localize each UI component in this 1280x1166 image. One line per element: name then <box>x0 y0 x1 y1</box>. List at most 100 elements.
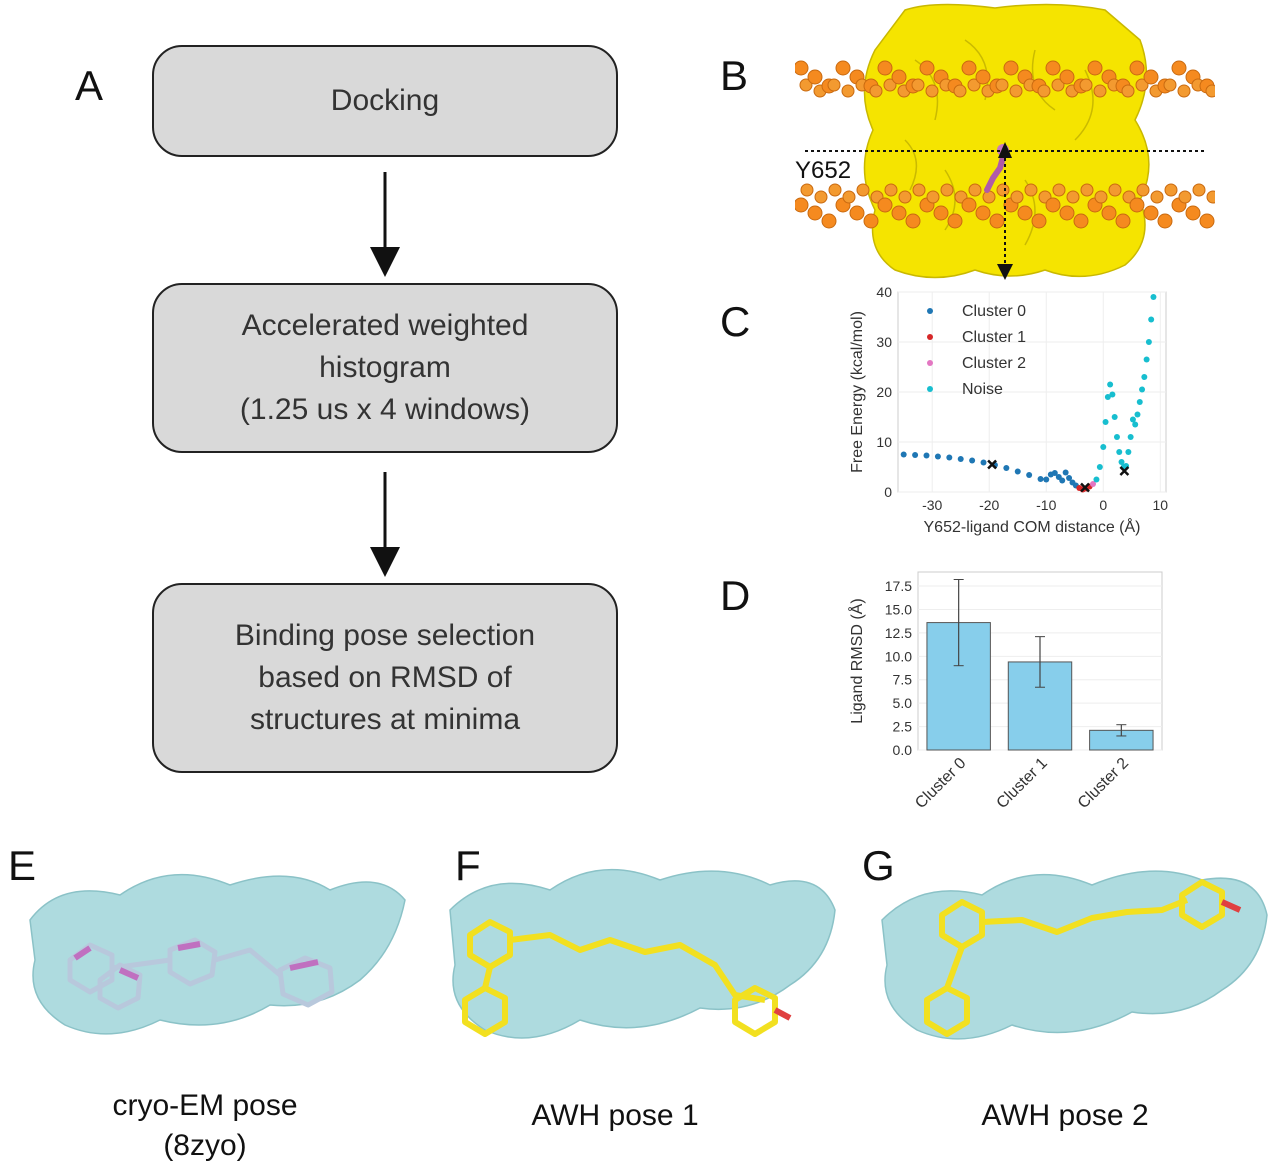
y-tick-label: 0 <box>884 484 892 500</box>
membrane-bead <box>996 183 1010 197</box>
data-point <box>1090 481 1097 487</box>
x-tick-label: 10 <box>1153 497 1169 513</box>
membrane-bead <box>1129 197 1145 213</box>
membrane-bead <box>1163 78 1177 92</box>
membrane-bead <box>869 84 883 98</box>
membrane-layer-lower <box>795 183 1215 229</box>
data-point <box>934 453 941 460</box>
data-point <box>1096 464 1103 470</box>
membrane-bead <box>905 213 921 229</box>
data-point <box>969 457 976 464</box>
data-point <box>1143 356 1150 363</box>
membrane-bead <box>1037 84 1051 98</box>
membrane-bead <box>1205 84 1215 98</box>
legend-marker <box>927 360 933 366</box>
panel-letter-e: E <box>8 842 37 889</box>
y-tick-label: 17.5 <box>885 578 912 594</box>
awh-pose-2-density <box>881 870 1268 1040</box>
membrane-bead <box>1157 213 1173 229</box>
membrane-bead <box>961 60 977 76</box>
data-point <box>1129 416 1136 423</box>
membrane-bead <box>1059 69 1075 85</box>
cryo-em-ligand <box>67 937 335 1011</box>
membrane-bead <box>1079 78 1093 92</box>
y-axis-label: Free Energy (kcal/mol) <box>849 311 866 473</box>
membrane-bead <box>1073 213 1089 229</box>
membrane-bead <box>1199 213 1215 229</box>
membrane-bead <box>975 69 991 85</box>
y-tick-label: 10 <box>876 434 892 450</box>
membrane-bead <box>982 190 996 204</box>
x-tick-label: Cluster 0 <box>912 755 969 812</box>
y-axis-label: Ligand RMSD (Å) <box>847 598 866 723</box>
legend-label: Noise <box>962 381 1003 398</box>
data-point <box>1118 459 1125 465</box>
data-point <box>912 452 919 458</box>
membrane-layer-upper <box>795 60 1215 98</box>
data-point <box>1043 476 1050 483</box>
membrane-bead <box>842 190 856 204</box>
membrane-bead <box>795 197 809 213</box>
membrane-bead <box>856 183 870 197</box>
membrane-bead <box>863 213 879 229</box>
minimum-marker <box>987 459 997 470</box>
membrane-bead <box>1024 183 1038 197</box>
x-axis-label: Y652-ligand COM distance (Å) <box>924 517 1141 536</box>
membrane-bead <box>898 190 912 204</box>
membrane-bead <box>877 60 893 76</box>
data-point <box>923 452 930 459</box>
y-tick-label: 40 <box>876 284 892 300</box>
data-point <box>980 459 987 466</box>
workflow-step-awh-label: Accelerated weighted histogram (1.25 us … <box>239 309 531 426</box>
data-point <box>1062 469 1069 476</box>
data-point <box>1116 449 1123 455</box>
legend-label: Cluster 0 <box>962 303 1026 320</box>
membrane-bead <box>1045 197 1061 213</box>
data-point <box>1113 434 1120 440</box>
membrane-bead <box>1185 205 1201 221</box>
membrane-bead <box>1066 190 1080 204</box>
workflow-step-pose-selection: Binding pose selection based on RMSD of … <box>152 583 618 773</box>
data-point <box>1132 421 1139 428</box>
y-tick-label: 12.5 <box>885 625 912 641</box>
membrane-bead <box>1017 205 1033 221</box>
x-tick-label: -30 <box>922 497 942 513</box>
membrane-bead <box>1031 213 1047 229</box>
membrane-bead <box>1101 205 1117 221</box>
y-tick-label: 0.0 <box>893 742 913 758</box>
x-tick-label: 0 <box>1099 497 1107 513</box>
membrane-bead <box>807 69 823 85</box>
membrane-bead <box>1121 84 1135 98</box>
x-tick-label: Cluster 1 <box>994 755 1051 812</box>
membrane-bead <box>1010 190 1024 204</box>
data-point <box>1150 294 1157 300</box>
panel-letter-b: B <box>720 52 749 99</box>
membrane-bead <box>1045 60 1061 76</box>
data-point <box>1134 411 1141 418</box>
x-tick-label: -10 <box>1036 497 1056 513</box>
awh-pose-1-density <box>449 868 836 1039</box>
workflow-step-pose-selection-label: Binding pose selection based on RMSD of … <box>234 619 536 736</box>
membrane-bead <box>827 78 841 92</box>
data-point <box>1109 391 1116 398</box>
data-point <box>1051 470 1058 476</box>
panel-letter-f: F <box>455 842 481 889</box>
data-point <box>1141 374 1148 380</box>
membrane-bead <box>947 213 963 229</box>
membrane-bead <box>795 60 809 76</box>
membrane-bead <box>912 183 926 197</box>
membrane-bead <box>1052 183 1066 197</box>
membrane-bead <box>1150 190 1164 204</box>
data-point <box>1100 444 1107 450</box>
membrane-bead <box>919 60 935 76</box>
protein-surface <box>863 3 1150 279</box>
panel-letter-g: G <box>862 842 895 889</box>
membrane-bead <box>1178 190 1192 204</box>
data-point <box>1125 449 1132 455</box>
y-tick-label: 30 <box>876 334 892 350</box>
membrane-bead <box>1059 205 1075 221</box>
legend-label: Cluster 2 <box>962 355 1026 372</box>
minimum-marker <box>1080 482 1090 493</box>
